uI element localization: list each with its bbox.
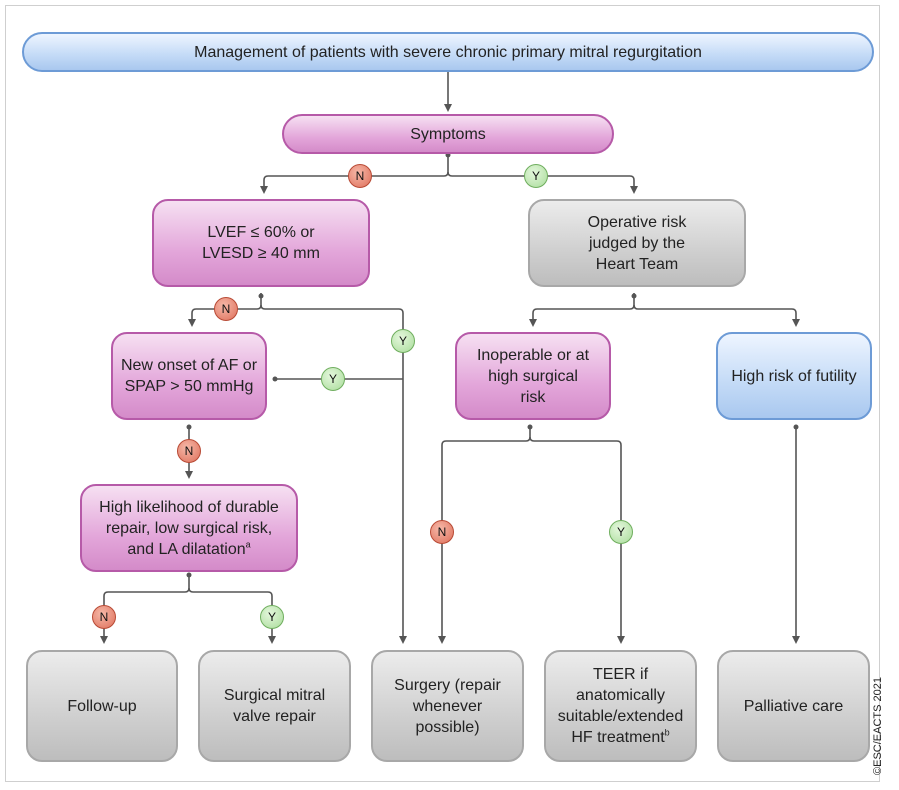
no-node-symptoms: N xyxy=(348,164,372,188)
title-text: Management of patients with severe chron… xyxy=(194,43,702,61)
yes-node-new-onset: Y xyxy=(321,367,345,391)
title-box: Management of patients with severe chron… xyxy=(22,32,874,72)
no-node-lvef: N xyxy=(214,297,238,321)
symptoms-text: Symptoms xyxy=(410,125,486,143)
new-onset-text: New onset of AF or SPAP > 50 mmHg xyxy=(120,357,258,395)
yes-node-inoperable: Y xyxy=(609,520,633,544)
no-node-likelihood: N xyxy=(92,605,116,629)
diagram-frame xyxy=(5,5,880,782)
no-node-new-onset: N xyxy=(177,439,201,463)
symptoms-box: Symptoms xyxy=(282,114,614,154)
surgical-repair-text: Surgical mitral valve repair xyxy=(223,687,326,725)
surgery-box: Surgery (repair whenever possible) xyxy=(371,650,524,762)
futility-box: High risk of futility xyxy=(716,332,872,420)
likelihood-box: High likelihood of durable repair, low s… xyxy=(80,484,298,572)
teer-label: TEER if anatomically suitable/extended H… xyxy=(557,666,684,746)
inoperable-box: Inoperable or at high surgical risk xyxy=(455,332,611,420)
copyright-notice: ©ESC/EACTS 2021 xyxy=(872,677,884,775)
surgical-repair-box: Surgical mitral valve repair xyxy=(198,650,351,762)
surgery-text: Surgery (repair whenever possible) xyxy=(394,676,501,736)
operative-risk-box: Operative risk judged by the Heart Team xyxy=(528,199,746,287)
palliative-text: Palliative care xyxy=(743,697,844,715)
yes-node-symptoms: Y xyxy=(524,164,548,188)
yes-node-lvef: Y xyxy=(391,329,415,353)
palliative-box: Palliative care xyxy=(717,650,870,762)
operative-risk-text: Operative risk judged by the Heart Team xyxy=(587,213,687,273)
no-node-inoperable: N xyxy=(430,520,454,544)
likelihood-text: High likelihood of durable repair, low s… xyxy=(94,497,284,560)
footnote-b: b xyxy=(664,727,670,738)
teer-text: TEER if anatomically suitable/extended H… xyxy=(552,664,689,748)
follow-up-box: Follow-up xyxy=(26,650,178,762)
inoperable-text: Inoperable or at high surgical risk xyxy=(476,346,590,406)
follow-up-text: Follow-up xyxy=(67,697,137,715)
footnote-a: a xyxy=(245,539,251,550)
futility-text: High risk of futility xyxy=(731,367,857,385)
yes-node-likelihood: Y xyxy=(260,605,284,629)
new-onset-box: New onset of AF or SPAP > 50 mmHg xyxy=(111,332,267,420)
lvef-box: LVEF ≤ 60% or LVESD ≥ 40 mm xyxy=(152,199,370,287)
teer-box: TEER if anatomically suitable/extended H… xyxy=(544,650,697,762)
likelihood-label: High likelihood of durable repair, low s… xyxy=(99,498,279,558)
lvef-text: LVEF ≤ 60% or LVESD ≥ 40 mm xyxy=(202,224,320,262)
